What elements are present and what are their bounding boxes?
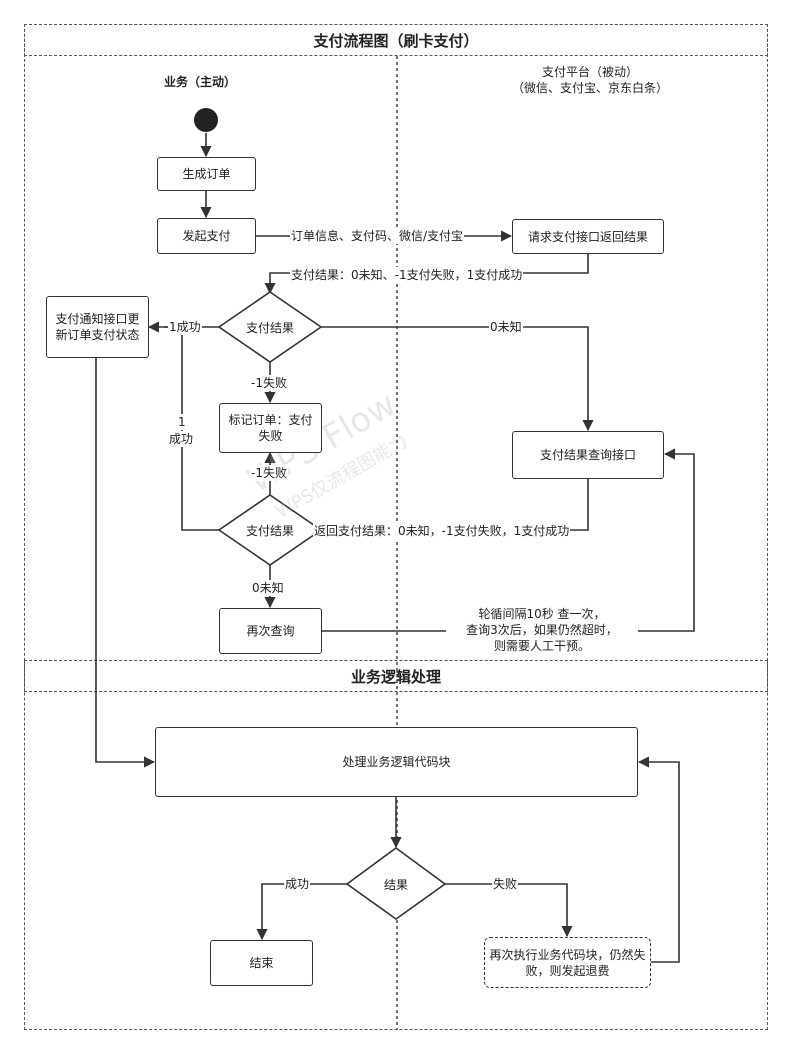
result-diamond-2 <box>217 494 323 566</box>
edge-label-poll: 轮循间隔10秒 查一次， 查询3次后，如果仍然超时， 则需要人工干预。 <box>446 606 638 654</box>
edge-label-one: 1 <box>177 414 187 430</box>
lane-right-label-line1: 支付平台（被动） <box>541 65 638 79</box>
mark-failed-node[interactable]: 标记订单：支付失败 <box>219 403 322 453</box>
result-diamond-1 <box>217 291 323 363</box>
edge-label-success-3: 成功 <box>284 876 311 892</box>
edge-retry-process <box>637 756 680 963</box>
result-diamond-1-label: 支付结果 <box>245 320 294 335</box>
edge-label-fail-2: -1失败 <box>250 465 288 481</box>
edge-d3-end <box>256 883 347 941</box>
edge-label-poll-line2: 查询3次后，如果仍然超时， <box>466 623 618 637</box>
end-node[interactable]: 结束 <box>210 940 313 986</box>
diagram-title: 支付流程图（刷卡支付） <box>24 24 768 56</box>
request-api-node[interactable]: 请求支付接口返回结果 <box>512 219 664 254</box>
start-payment-node[interactable]: 发起支付 <box>157 218 256 254</box>
result-diamond-3-label: 结果 <box>383 877 408 892</box>
create-order-node[interactable]: 生成订单 <box>157 157 256 191</box>
start-node <box>194 108 218 132</box>
result-diamond-2-label: 支付结果 <box>245 523 294 538</box>
edge-label-poll-line1: 轮循间隔10秒 查一次， <box>478 607 606 621</box>
edge-d3-retry <box>445 883 573 938</box>
lane-right-label: 支付平台（被动） （微信、支付宝、京东白条） <box>470 64 710 96</box>
edge-label-return-result: 返回支付结果：0未知，-1支付失败，1支付成功 <box>313 523 571 539</box>
edge-d1-query <box>321 326 594 432</box>
requery-node[interactable]: 再次查询 <box>219 608 322 654</box>
lane-right-label-line2: （微信、支付宝、京东白条） <box>511 81 668 95</box>
query-api-node[interactable]: 支付结果查询接口 <box>512 431 664 479</box>
edge-label-unknown-2: 0未知 <box>251 580 285 596</box>
edge-label-success-2: 成功 <box>168 431 195 447</box>
edge-label-success-1: 1成功 <box>168 319 202 335</box>
edge-label-unknown-1: 0未知 <box>489 319 523 335</box>
edge-notify-process <box>95 358 156 768</box>
edge-d2-success <box>164 326 219 531</box>
process-block-node[interactable]: 处理业务逻辑代码块 <box>155 727 638 797</box>
lane-left-label: 业务（主动） <box>163 75 236 89</box>
result-diamond-3 <box>345 847 447 920</box>
edge-label-fail-3: 失败 <box>492 876 519 892</box>
section-title: 业务逻辑处理 <box>24 660 768 692</box>
notify-api-node[interactable]: 支付通知接口更新订单支付状态 <box>46 296 149 358</box>
edge-label-poll-line3: 则需要人工干预。 <box>493 639 590 653</box>
edge-label-fail-1: -1失败 <box>250 375 288 391</box>
edge-label-order-info: 订单信息、支付码、微信/支付宝 <box>290 228 465 244</box>
edge-label-pay-result: 支付结果：0未知、-1支付失败，1支付成功 <box>290 267 524 283</box>
retry-block-node[interactable]: 再次执行业务代码块，仍然失败，则发起退费 <box>484 937 651 988</box>
edge-requery-query <box>322 448 695 632</box>
